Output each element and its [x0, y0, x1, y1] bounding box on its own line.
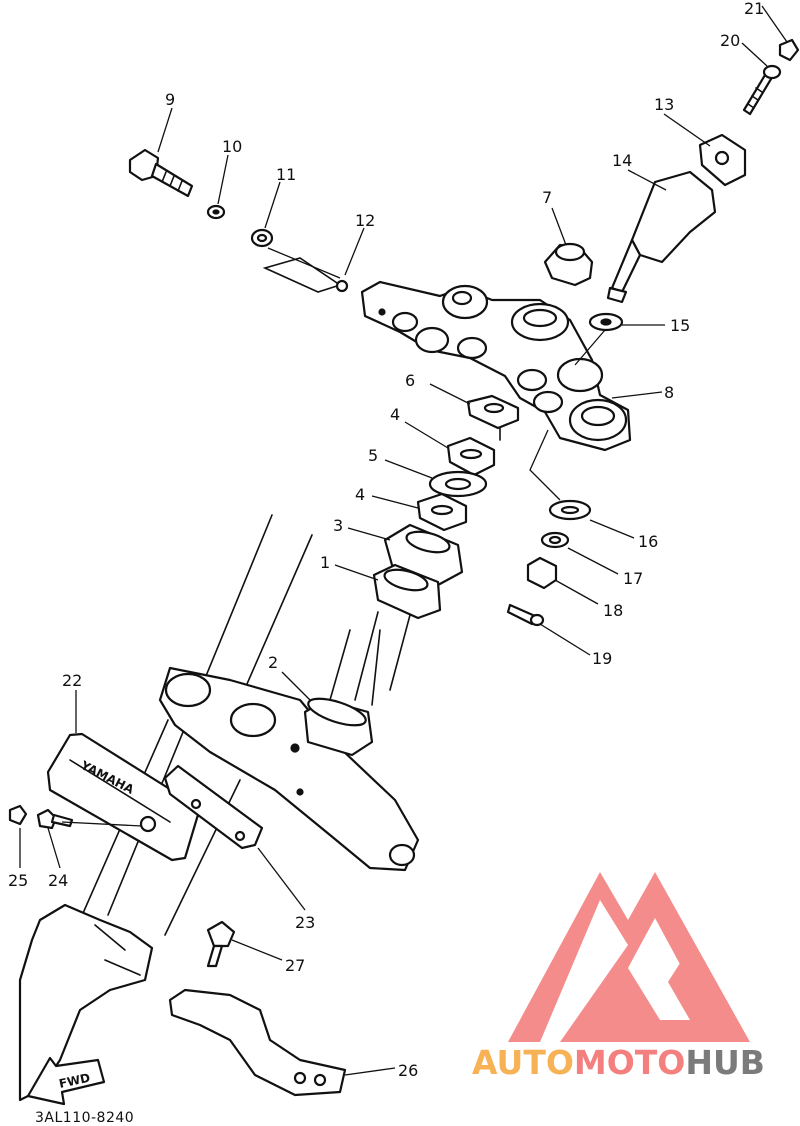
handlebar-damper-7	[543, 242, 594, 287]
bracket-23	[163, 764, 264, 850]
watermark-moto: MOTO	[574, 1043, 685, 1082]
label-part-19: 19	[592, 649, 612, 668]
label-part-24: 24	[48, 871, 68, 890]
washer-16	[548, 499, 592, 521]
upper-bracket-8	[360, 280, 632, 452]
label-part-14: 14	[612, 151, 632, 170]
label-part-5: 5	[368, 446, 378, 465]
washer-11	[250, 228, 274, 248]
label-part-3: 3	[333, 516, 343, 535]
washer-15	[588, 312, 624, 332]
washer-6	[466, 394, 520, 441]
label-part-4-upper: 4	[390, 405, 400, 424]
bolt-20	[742, 64, 782, 116]
label-part-27: 27	[285, 956, 305, 975]
watermark-hub: HUB	[685, 1043, 765, 1082]
nut-18	[526, 556, 558, 590]
label-part-17: 17	[623, 569, 643, 588]
frame-lower-left	[18, 903, 154, 1102]
handlebar-14	[606, 170, 717, 304]
cap-21	[778, 38, 800, 62]
emblem-plate-22: YAMAHA	[46, 732, 202, 862]
label-part-15: 15	[670, 316, 690, 335]
bolt-9	[128, 148, 194, 198]
label-part-8: 8	[664, 383, 674, 402]
watermark-text: AUTOMOTOHUB	[472, 1043, 765, 1082]
spring-washer-17	[540, 531, 570, 549]
label-part-9: 9	[165, 90, 175, 109]
nut-25	[8, 804, 28, 826]
label-part-18: 18	[603, 601, 623, 620]
label-part-25: 25	[8, 871, 28, 890]
label-part-1: 1	[320, 553, 330, 572]
label-part-21: 21	[744, 0, 764, 18]
stay-26	[168, 988, 347, 1097]
label-part-13: 13	[654, 95, 674, 114]
label-part-7: 7	[542, 188, 552, 207]
washer-5	[428, 470, 488, 498]
label-part-10: 10	[222, 137, 242, 156]
ring-nut-4-lower	[416, 492, 468, 532]
triangle-m-logo-icon	[508, 872, 750, 1042]
label-part-22: 22	[62, 671, 82, 690]
label-part-20: 20	[720, 31, 740, 50]
label-part-4-lower: 4	[355, 485, 365, 504]
label-part-23: 23	[295, 913, 315, 932]
drawing-code: 3AL110-8240	[35, 1110, 134, 1126]
ring-nut-4-upper	[446, 436, 496, 477]
label-part-26: 26	[398, 1061, 418, 1080]
bolt-27	[206, 920, 236, 968]
watermark-auto: AUTO	[472, 1043, 574, 1082]
forward-arrow-label: FWD	[58, 1071, 92, 1091]
bearing-1	[372, 563, 442, 620]
label-part-2: 2	[268, 653, 278, 672]
label-part-16: 16	[638, 532, 658, 551]
label-part-6: 6	[405, 371, 415, 390]
pin-19	[506, 603, 545, 627]
part-number-labels: 1 2 3 4 4 5 6 7 8 9 10 11 12 13 14 15 16…	[8, 0, 764, 1080]
screw-24	[36, 808, 74, 830]
leader-lines	[19, 5, 788, 1076]
forward-arrow-icon: FWD	[26, 1056, 106, 1106]
label-part-11: 11	[276, 165, 296, 184]
washer-10	[206, 204, 226, 220]
bearing-2	[303, 629, 381, 757]
label-part-12: 12	[355, 211, 375, 230]
under-bracket	[158, 666, 420, 872]
holder-13	[698, 133, 747, 187]
clip-12	[262, 257, 349, 293]
